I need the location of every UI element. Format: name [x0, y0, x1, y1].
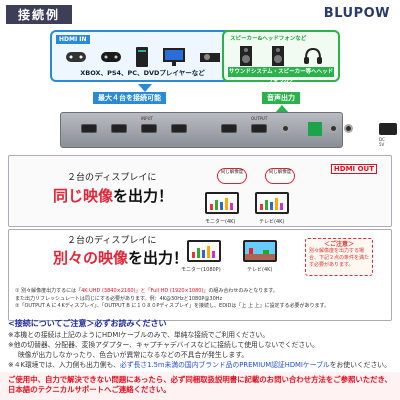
tv-caption: テレビ(4K)	[247, 267, 273, 273]
section1-title: 同じ映像を出力！	[53, 185, 173, 206]
monitor-icon	[187, 240, 221, 262]
section2-title: 別々の映像を出力！	[53, 247, 188, 268]
audio-jack	[344, 124, 353, 133]
connection-note-1: ※本機との接続は上記のようにHDMIケーブルのみで、単純な接続でご利用ください。	[8, 331, 270, 339]
hdmi-switch-device: INPUT OUTPUT DC 5V	[60, 112, 397, 148]
max-inputs-label: 最大４台を接続可能	[93, 92, 166, 104]
caution-note: ＜ご注意＞ 別々解像度を出力する場合、下記２点の条件を満たす必要があります。	[305, 238, 373, 276]
monitor-icon	[162, 48, 185, 66]
chart-display-icon	[260, 198, 283, 210]
support-notice: ご使用中、自力で解決できない問題にあったら、必ず同梱取扱説明書に記載のお問い合わ…	[0, 372, 400, 400]
caution-title: ＜ご注意＞	[323, 241, 354, 248]
headphone-icon	[304, 47, 322, 64]
game-scene-icon	[245, 248, 275, 260]
hdmi-port	[81, 124, 97, 133]
footnote-2: ②「OUTPUT A に４Kディスプレイ」、「OUTPUT B に１０８０Pディ…	[15, 303, 330, 309]
connection-note-2: ※他の切替器、分配器、変換アダプター、キャプチャデバイスなどに接続して使用しない…	[8, 341, 319, 349]
audio-out-panel: スピーカー&ヘッドフォンなど サウンドシステム・スピーカー等へヘッドフォンなど	[222, 30, 340, 85]
resolution-bubble: 同じ解像度	[265, 168, 295, 184]
dc-power-port	[379, 123, 397, 135]
audio-arrow	[275, 105, 289, 113]
device-output-text: OUTPUT	[251, 116, 268, 121]
audio-out-caption: サウンドシステム・スピーカー等へヘッドフォンなど	[228, 67, 334, 85]
connection-note-4: ※４K環境では、入力側も出力側も、必ず長さ1.5m未満の国内ブランド品のPREM…	[8, 361, 391, 369]
speaker-icon	[240, 46, 252, 66]
section1-title-rest: を出力！	[113, 187, 174, 205]
monitor-caption: モニター(4K)	[205, 219, 236, 225]
footnote-1: ① 別々解像度出力するには「4K UHD (3840×2160)」と「Full …	[15, 288, 278, 294]
tv-icon	[243, 240, 277, 262]
section2-title-rest: を出力！	[128, 249, 189, 267]
chart-display-icon	[192, 246, 215, 258]
dvd-icon	[199, 53, 220, 62]
same-output-section: HDMI OUT ２台のディスプレイに 同じ映像を出力！ 同じ解像度 モニター(…	[8, 155, 392, 227]
pc-icon	[135, 47, 148, 67]
hdmi-out-label: HDMI OUT	[330, 164, 377, 174]
hdmi-port	[111, 124, 127, 133]
input-arrow	[138, 84, 152, 92]
hdmi-in-caption: XBOX、PS4、PC、DVDプレイヤーなど	[80, 69, 205, 77]
monitor-icon	[205, 192, 239, 214]
resolution-bubble: 同じ解像度	[217, 168, 247, 184]
section2-title-emph: 別々の映像	[53, 249, 129, 267]
section1-subtitle: ２台のディスプレイに	[67, 173, 157, 183]
section1-title-emph: 同じ映像	[53, 187, 114, 205]
section2-footnotes: ① 別々解像度出力するには「4K UHD (3840×2160)」と「Full …	[15, 288, 385, 311]
brand-logo: BLUPOW	[323, 6, 390, 21]
hdmi-port	[171, 124, 187, 133]
audio-device-icons	[230, 44, 332, 68]
different-output-section: ２台のディスプレイに 別々の映像を出力！ モニター(1080P) テレビ(4K)…	[8, 229, 392, 321]
footnote-1b: また出力リフレッシュレートは同じにする必要があります。例：4K@30Hzと108…	[15, 295, 223, 302]
section2-subtitle: ２台のディスプレイに	[67, 236, 157, 246]
hdmi-in-panel: HDMI IN XBOX、PS4、PC、DVDプレイヤーなど	[50, 30, 235, 82]
tv-caption: テレビ(4K)	[259, 219, 285, 225]
connection-note-3: 映像が出力しなかったり、色合いが異常になるなどの不具合が発生します。	[18, 351, 249, 359]
speaker-icon	[272, 46, 284, 66]
section-badge: 接続例	[6, 5, 72, 24]
hdmi-port	[141, 124, 157, 133]
audio-output-label: 音声出力	[262, 92, 300, 104]
connection-notes-title: <接続についてご注意＞必ずお読みください	[8, 319, 167, 328]
hdmi-port	[251, 124, 267, 133]
audio-jack	[329, 124, 338, 133]
optical-port	[308, 122, 322, 136]
hdmi-port	[221, 124, 237, 133]
chart-display-icon	[210, 198, 233, 210]
monitor-caption: モニター(1080P)	[181, 267, 221, 273]
device-dc-text: DC 5V	[379, 137, 385, 147]
audio-jack	[281, 124, 290, 133]
tv-icon	[255, 192, 289, 214]
gamepad-icon	[65, 52, 86, 62]
connection-notes: ※本機との接続は上記のようにHDMIケーブルのみで、単純な接続でご利用ください。…	[8, 330, 394, 370]
input-device-icons	[58, 44, 227, 70]
hdmi-in-tag: HDMI IN	[56, 35, 90, 44]
gamepad-icon	[100, 52, 121, 62]
device-input-text: INPUT	[141, 116, 153, 121]
audio-out-tag: スピーカー&ヘッドフォンなど	[230, 36, 307, 42]
caution-body: 別々解像度を出力する場合、下記２点の条件を満たす必要があります。	[309, 248, 370, 268]
